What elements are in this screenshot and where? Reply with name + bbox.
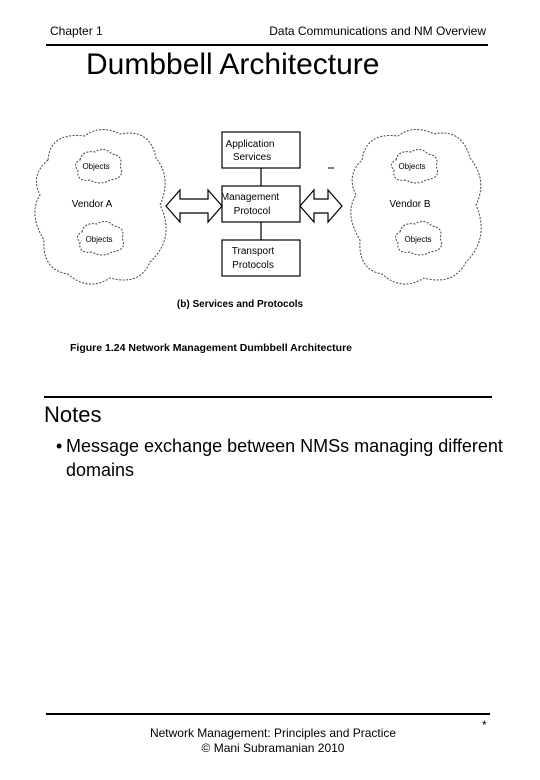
vendor-a-cloud — [34, 129, 167, 285]
diagram-subcaption: (b) Services and Protocols — [177, 299, 304, 310]
management-label-2: Protocol — [234, 206, 271, 217]
application-label-2: Services — [233, 152, 271, 163]
transport-label-2: Protocols — [232, 260, 274, 271]
objects-top-left-cloud — [74, 148, 123, 184]
left-double-arrow — [165, 188, 223, 224]
notes-bullet-item: • Message exchange between NMSs managing… — [56, 434, 506, 482]
objects-top-left-label: Objects — [82, 162, 109, 171]
management-label-1: Management — [221, 192, 280, 203]
objects-bottom-left-cloud — [76, 220, 125, 256]
footer: Network Management: Principles and Pract… — [120, 726, 426, 756]
footer-book-title: Network Management: Principles and Pract… — [149, 726, 397, 740]
application-label-1: Application — [226, 139, 275, 150]
header-subject: Data Communications and NM Overview — [269, 24, 486, 38]
objects-bottom-right-cloud — [394, 220, 443, 256]
header-chapter: Chapter 1 — [50, 24, 103, 38]
bullet-marker: • — [56, 436, 63, 456]
objects-bottom-right-label: Objects — [404, 235, 431, 244]
transport-label-1: Transport — [232, 246, 275, 257]
dumbbell-diagram: Objects Vendor A Objects Objects Vendor … — [34, 129, 482, 354]
page-title: Dumbbell Architecture — [86, 48, 380, 81]
right-double-arrow — [299, 188, 343, 224]
vendor-a-label: Vendor A — [72, 199, 113, 210]
figure-caption: Figure 1.24 Network Management Dumbbell … — [70, 342, 352, 354]
vendor-b-label: Vendor B — [389, 199, 430, 210]
transport-protocols-box — [221, 239, 301, 277]
bullet-text: Message exchange between NMSs managing d… — [66, 436, 503, 480]
vendor-b-cloud — [350, 129, 482, 285]
page-number: * — [482, 718, 487, 732]
notes-rule — [44, 396, 492, 398]
objects-bottom-left-label: Objects — [85, 235, 112, 244]
notes-heading: Notes — [44, 402, 102, 427]
footer-rule — [46, 713, 490, 715]
header-rule — [46, 44, 488, 46]
objects-top-right-cloud — [390, 148, 439, 184]
footer-copyright: © Mani Subramanian 2010 — [201, 741, 345, 755]
objects-top-right-label: Objects — [398, 162, 425, 171]
